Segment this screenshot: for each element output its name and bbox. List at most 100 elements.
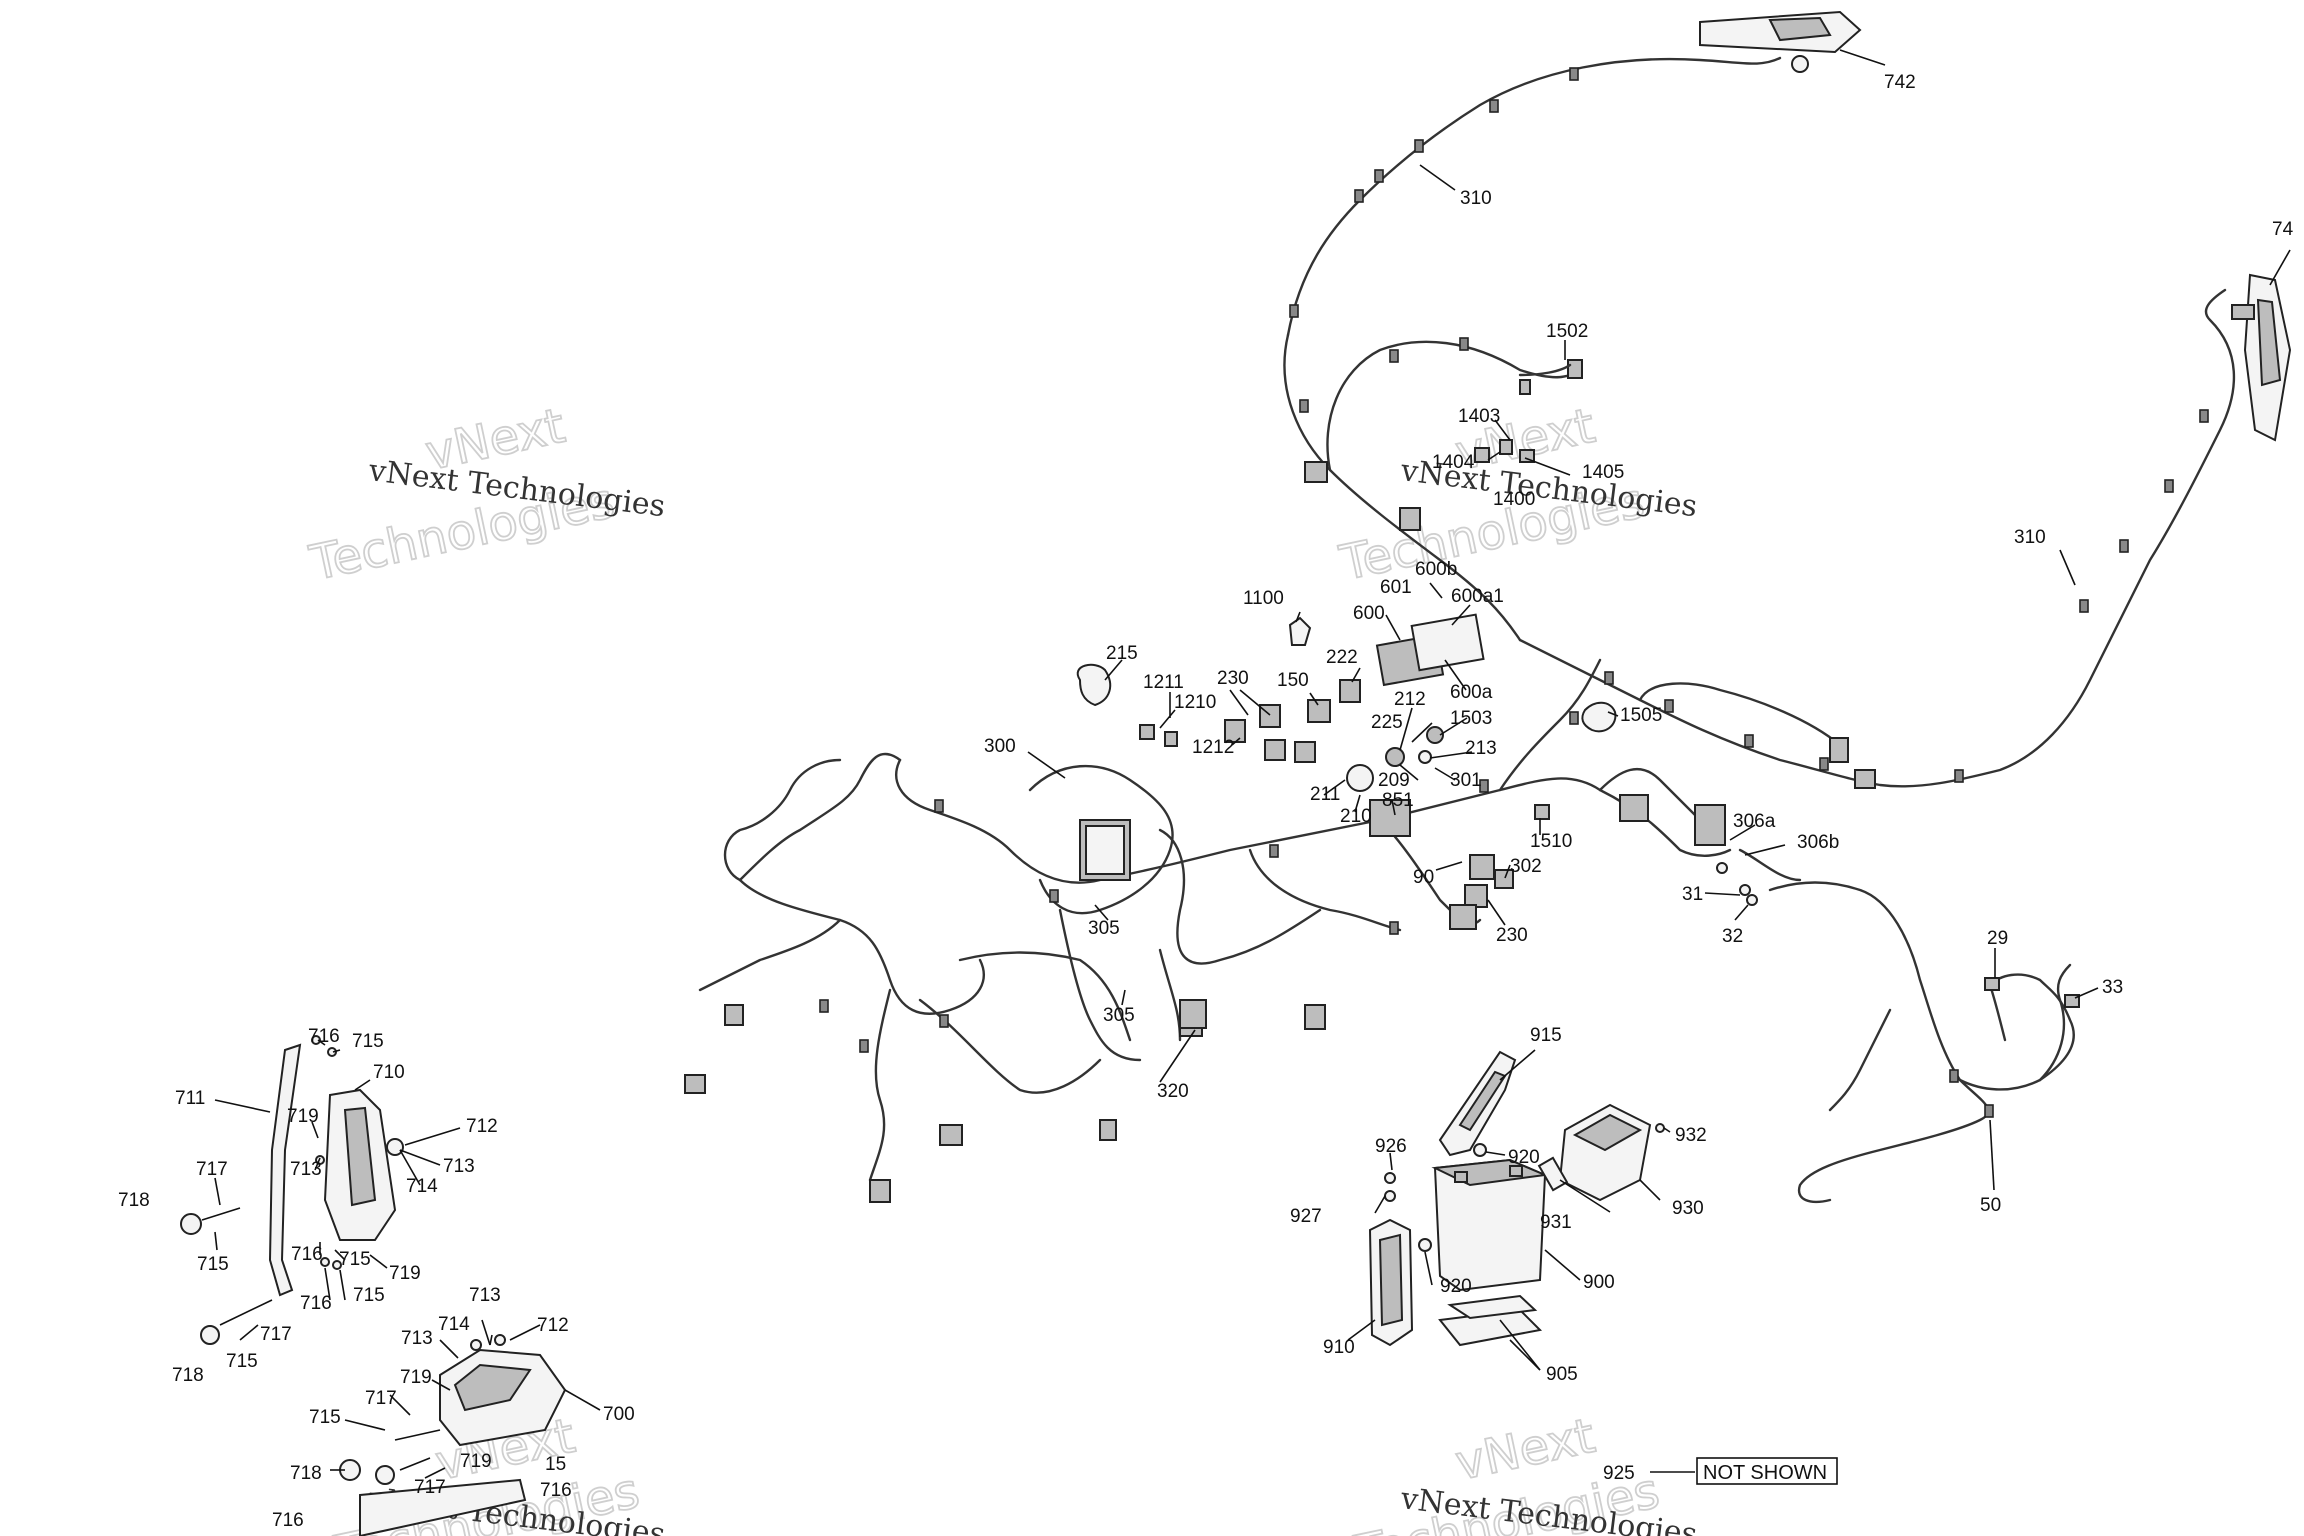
connector-306 — [1694, 804, 1726, 846]
callout-213: 213 — [1465, 738, 1497, 759]
callout-713: 713 — [290, 1159, 322, 1180]
relay — [1264, 739, 1286, 761]
callout-230: 230 — [1217, 668, 1249, 689]
lens-trim-lower — [359, 1478, 527, 1536]
callout-915: 915 — [1530, 1025, 1562, 1046]
battery-assembly — [1368, 1050, 1665, 1347]
callout-716: 716 — [291, 1244, 323, 1265]
part-306b — [1716, 862, 1728, 874]
callout-718: 718 — [118, 1190, 150, 1211]
callout-31: 31 — [1682, 884, 1703, 905]
relay-150 — [1307, 699, 1331, 723]
callout-150: 150 — [1277, 670, 1309, 691]
bolt-932 — [1655, 1123, 1665, 1133]
callout-719: 719 — [287, 1106, 319, 1127]
part-212 — [1385, 747, 1405, 767]
lens-trim-711 — [268, 1043, 302, 1297]
callout-715: 715 — [339, 1249, 371, 1270]
callout-601: 601 — [1380, 577, 1412, 598]
callout-712: 712 — [537, 1315, 569, 1336]
harness-clips — [819, 711, 1579, 1053]
callout-1211: 1211 — [1143, 672, 1184, 693]
callout-600a1: 600a1 — [1451, 586, 1504, 607]
callout-15: 15 — [545, 1454, 566, 1475]
part-1510 — [1534, 804, 1550, 820]
callout-715: 715 — [353, 1285, 385, 1306]
connector-215 — [1076, 663, 1112, 707]
connector — [869, 1179, 891, 1203]
relay-211 — [1346, 764, 1374, 792]
callout-29: 29 — [1987, 928, 2008, 949]
connector — [939, 1124, 963, 1146]
callout-715: 715 — [309, 1407, 341, 1428]
grommet-718 — [200, 1325, 220, 1345]
callout-851: 851 — [1382, 790, 1414, 811]
callout-930: 930 — [1672, 1198, 1704, 1219]
callout-306a: 306a — [1733, 811, 1776, 832]
callout-301: 301 — [1450, 770, 1482, 791]
callout-600: 600 — [1353, 603, 1385, 624]
callout-719: 719 — [400, 1367, 432, 1388]
callout-1502: 1502 — [1546, 321, 1588, 342]
part-1212 — [1164, 731, 1178, 747]
part-1503 — [1426, 726, 1444, 744]
callout-33: 33 — [2102, 977, 2123, 998]
not-shown-text: NOT SHOWN — [1703, 1462, 1827, 1484]
bolt-926 — [1384, 1172, 1396, 1184]
callout-910: 910 — [1323, 1337, 1355, 1358]
callout-900: 900 — [1583, 1272, 1615, 1293]
terminal-29 — [1984, 977, 2000, 991]
module-320 — [1179, 999, 1207, 1029]
light-assembly-74x — [2231, 273, 2292, 442]
nut-714 — [386, 1138, 404, 1156]
callout-713: 713 — [443, 1156, 475, 1177]
light-group-700 — [339, 1334, 567, 1536]
connector — [1304, 461, 1328, 483]
relays-and-modules — [1076, 363, 1758, 1029]
callout-713: 713 — [401, 1328, 433, 1349]
callout-306b: 306b — [1797, 832, 1839, 853]
callout-1405: 1405 — [1582, 462, 1624, 483]
not-shown-note: NOT SHOWN — [1650, 1457, 1838, 1485]
light-assembly-742 — [1699, 10, 1862, 73]
relay-230 — [1464, 884, 1488, 908]
callout-715: 715 — [197, 1254, 229, 1275]
callout-926: 926 — [1375, 1136, 1407, 1157]
callout-716: 716 — [300, 1293, 332, 1314]
callout-211: 211 — [1310, 784, 1340, 805]
harness-310-right — [1518, 273, 2292, 789]
callout-716: 716 — [308, 1026, 340, 1047]
connector — [1399, 507, 1421, 531]
callout-320: 320 — [1157, 1081, 1189, 1102]
not-shown-box — [1696, 1457, 1838, 1485]
callout-209: 209 — [1378, 770, 1410, 791]
callout-719: 719 — [460, 1451, 492, 1472]
callout-222: 222 — [1326, 647, 1358, 668]
callout-600b: 600b — [1415, 559, 1457, 580]
connector — [1099, 1119, 1117, 1141]
part-1505 — [1581, 701, 1617, 733]
callout-710: 710 — [373, 1062, 405, 1083]
connector — [1619, 794, 1649, 822]
harness-clips — [1289, 67, 1579, 413]
callout-1212: 1212 — [1192, 737, 1234, 758]
part-213 — [1418, 750, 1432, 764]
module-601 — [1410, 613, 1485, 672]
callout-230: 230 — [1496, 925, 1528, 946]
callout-310: 310 — [1460, 188, 1492, 209]
watermark-left: vNext Technologies vNext Technologies — [304, 397, 667, 593]
callout-700: 700 — [603, 1404, 635, 1425]
callout-717: 717 — [414, 1477, 446, 1498]
fuse-931 — [1537, 1156, 1569, 1192]
sensor-1100 — [1288, 616, 1312, 646]
callout-215: 215 — [1106, 643, 1138, 664]
connector — [724, 1004, 744, 1026]
leader-lines — [214, 49, 2291, 1471]
fuse-block — [1369, 799, 1411, 837]
callout-305: 305 — [1103, 1005, 1135, 1026]
harness-310-upper — [1283, 10, 1862, 642]
callout-714: 714 — [406, 1176, 438, 1197]
connector — [1567, 359, 1583, 379]
grommet-718 — [180, 1213, 202, 1235]
